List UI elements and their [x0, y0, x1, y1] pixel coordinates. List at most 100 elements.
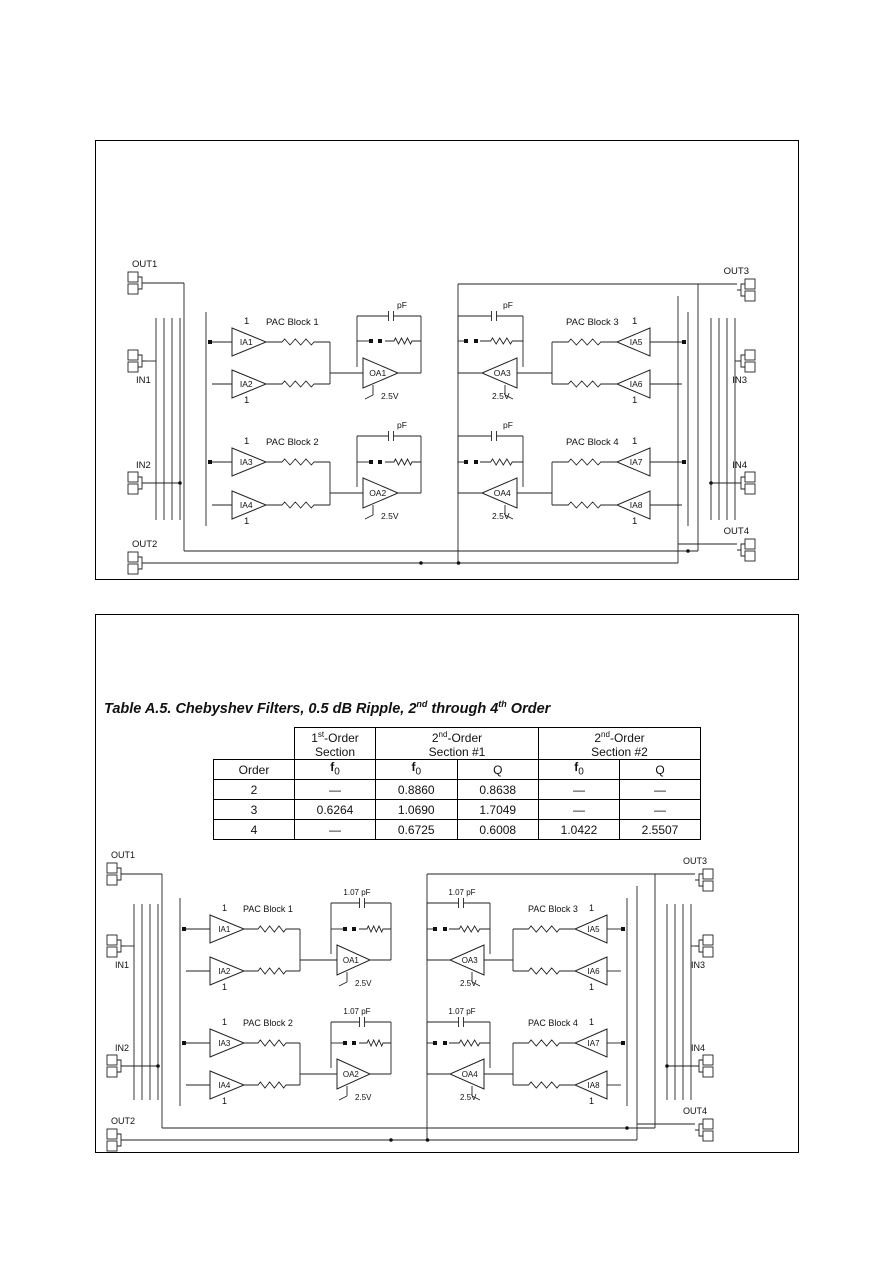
gain-label: 1 — [222, 1017, 227, 1027]
block-title-2: PAC Block 2 — [243, 1018, 293, 1028]
connector-bracket — [737, 354, 745, 368]
gain-label: 1 — [632, 395, 637, 406]
amplifier-label: IA5 — [630, 337, 643, 347]
resistor-icon — [266, 338, 330, 346]
amplifier-label: IA2 — [240, 379, 253, 389]
connector-icon — [106, 1128, 118, 1140]
vref-label: 2.5V — [460, 979, 477, 988]
resistor-icon — [385, 336, 421, 346]
wire — [364, 514, 374, 520]
junction-dot — [156, 1064, 160, 1068]
capacitor-label: pF — [397, 300, 407, 310]
junction-dot — [456, 561, 461, 565]
pin-marker — [474, 339, 478, 343]
connector-bracket — [737, 283, 745, 297]
pin-marker — [369, 339, 373, 343]
junction-dot — [389, 1138, 393, 1142]
col-header-f0: f0 — [375, 758, 458, 781]
amplifier-label: IA2 — [218, 967, 231, 976]
pin-marker — [621, 1041, 625, 1045]
gain-label: 1 — [244, 395, 249, 406]
gain-label: 1 — [632, 436, 637, 447]
pin-marker — [682, 340, 686, 344]
resistor-icon — [244, 1081, 300, 1089]
out-label-3: OUT3 — [724, 266, 749, 277]
amplifier-icon — [231, 369, 268, 399]
pin-marker — [182, 927, 186, 931]
table-column-header-row: Order f0 f0 Q f0 Q — [213, 758, 701, 781]
amplifier-label: IA8 — [588, 1081, 601, 1090]
connector-icon — [106, 1066, 118, 1078]
connector-icon — [106, 1140, 118, 1152]
resistor-icon — [244, 925, 300, 933]
in-label-2: IN2 — [115, 1043, 129, 1053]
wire — [504, 514, 514, 520]
amplifier-icon — [448, 944, 485, 976]
vref-label: 2.5V — [492, 391, 510, 401]
amplifier-label: IA5 — [588, 925, 601, 934]
connector-bracket — [737, 543, 745, 557]
block-title-4: PAC Block 4 — [566, 437, 619, 448]
amplifier-icon — [480, 477, 518, 509]
vref-label: 2.5V — [492, 511, 510, 521]
connector-icon — [702, 1066, 714, 1078]
junction-dot — [178, 481, 182, 485]
capacitor-label: 1.07 pF — [343, 1007, 370, 1016]
amplifier-label: IA3 — [240, 457, 253, 467]
amplifier-icon — [231, 490, 268, 520]
block-title-4: PAC Block 4 — [528, 1018, 578, 1028]
vref-label: 2.5V — [460, 1093, 477, 1102]
connector-bracket — [138, 276, 146, 290]
gain-label: 1 — [222, 903, 227, 913]
amplifier-label: IA1 — [240, 337, 253, 347]
resistor-icon — [266, 380, 330, 388]
wire — [338, 981, 348, 987]
amplifier-icon — [480, 357, 518, 389]
table-caption: Table A.5. Chebyshev Filters, 0.5 dB Rip… — [104, 699, 551, 717]
resistor-icon — [552, 380, 617, 388]
vref-label: 2.5V — [355, 1093, 372, 1102]
wire — [471, 1095, 481, 1101]
gain-label: 1 — [244, 316, 249, 327]
connector-icon — [106, 934, 118, 946]
connector-icon — [702, 946, 714, 958]
block-title-1: PAC Block 1 — [266, 317, 319, 328]
pin-marker — [474, 460, 478, 464]
wire — [504, 394, 514, 400]
pin-marker — [443, 927, 447, 931]
in-label-3: IN3 — [691, 960, 705, 970]
amplifier-icon — [573, 956, 608, 986]
out-label-4: OUT4 — [724, 526, 749, 537]
gain-label: 1 — [222, 982, 227, 992]
connector-bracket — [737, 476, 745, 490]
resistor-icon — [266, 458, 330, 466]
junction-dot — [425, 1138, 430, 1142]
capacitor-label: 1.07 pF — [448, 888, 475, 897]
amplifier-label: IA7 — [630, 457, 643, 467]
amplifier-icon — [448, 1058, 485, 1090]
pin-marker — [182, 1041, 186, 1045]
connector-bracket — [117, 867, 125, 881]
resistor-icon — [552, 501, 617, 509]
pin-marker — [352, 1041, 356, 1045]
amplifier-label: IA6 — [630, 379, 643, 389]
capacitor-label: 1.07 pF — [343, 888, 370, 897]
junction-dot — [686, 549, 690, 553]
connector-icon — [702, 1054, 714, 1066]
amplifier-label: IA4 — [218, 1081, 231, 1090]
capacitor-label: pF — [503, 300, 513, 310]
connector-bracket — [695, 873, 703, 887]
col-header-f0: f0 — [294, 758, 376, 781]
resistor-icon — [385, 457, 421, 467]
vref-label: 2.5V — [381, 511, 399, 521]
resistor-icon — [266, 501, 330, 509]
pin-marker — [343, 1041, 347, 1045]
out-label-2: OUT2 — [132, 539, 157, 550]
gain-label: 1 — [589, 1017, 594, 1027]
amplifier-icon — [573, 914, 608, 944]
